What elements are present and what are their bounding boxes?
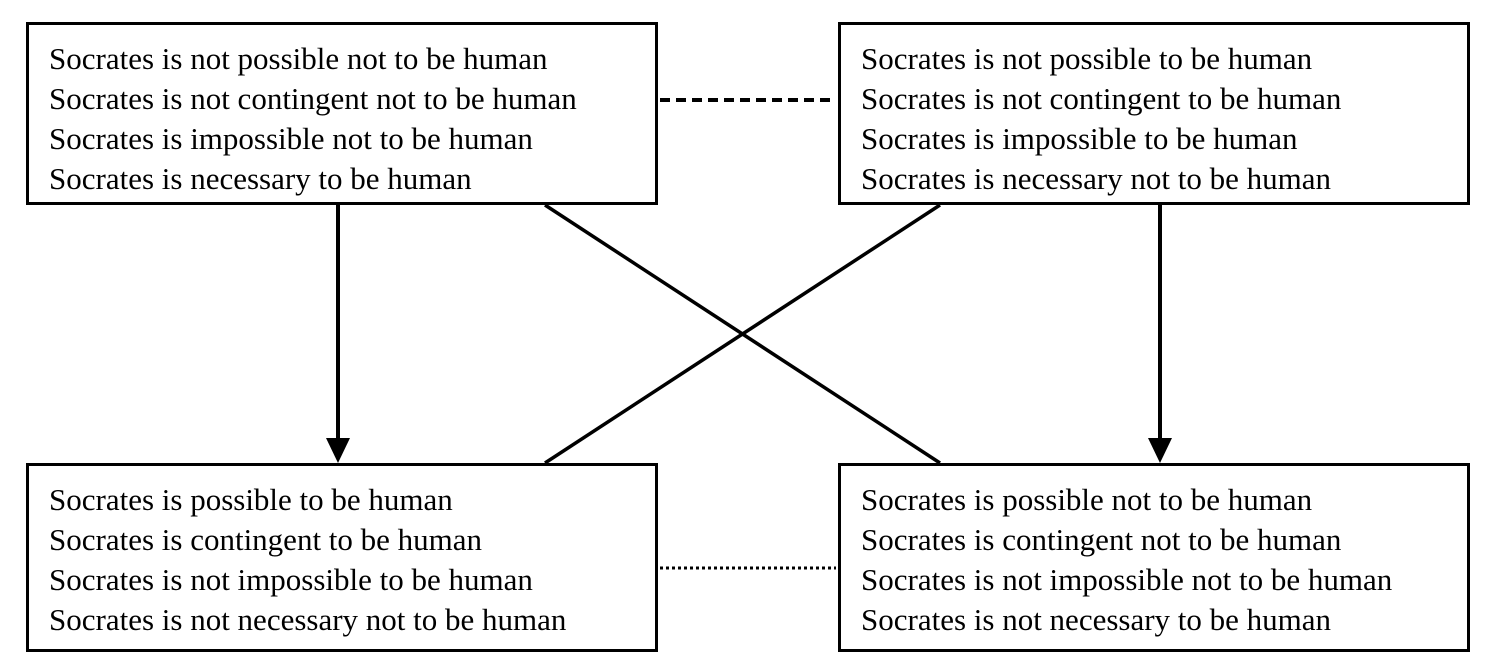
box-text-line: Socrates is not impossible not to be hum… [861, 562, 1393, 597]
box-text-line: Socrates is not contingent to be human [861, 81, 1342, 116]
left-arrowhead-icon [326, 438, 350, 463]
box-text-line: Socrates is not possible to be human [861, 41, 1313, 76]
box-text-line: Socrates is possible to be human [49, 482, 453, 517]
box-text-line: Socrates is possible not to be human [861, 482, 1313, 517]
right-arrowhead-icon [1148, 438, 1172, 463]
box-text-line: Socrates is impossible to be human [861, 121, 1298, 156]
box-text-line: Socrates is not contingent not to be hum… [49, 81, 577, 116]
box-text-line: Socrates is not impossible to be human [49, 562, 533, 597]
box-text-line: Socrates is not necessary not to be huma… [49, 602, 567, 637]
box-text-line: Socrates is contingent not to be human [861, 522, 1342, 557]
box-text-line: Socrates is not necessary to be human [861, 602, 1332, 637]
bottom-left-box: Socrates is possible to be human Socrate… [26, 463, 658, 652]
box-text-line: Socrates is contingent to be human [49, 522, 483, 557]
box-text-line: Socrates is not possible not to be human [49, 41, 548, 76]
top-right-box: Socrates is not possible to be human Soc… [838, 22, 1470, 205]
bottom-right-box: Socrates is possible not to be human Soc… [838, 463, 1470, 652]
box-text-line: Socrates is impossible not to be human [49, 121, 533, 156]
box-text-line: Socrates is necessary not to be human [861, 161, 1332, 196]
diagonal-tr-to-bl [544, 203, 941, 465]
box-text-line: Socrates is necessary to be human [49, 161, 472, 196]
top-left-box: Socrates is not possible not to be human… [26, 22, 658, 205]
